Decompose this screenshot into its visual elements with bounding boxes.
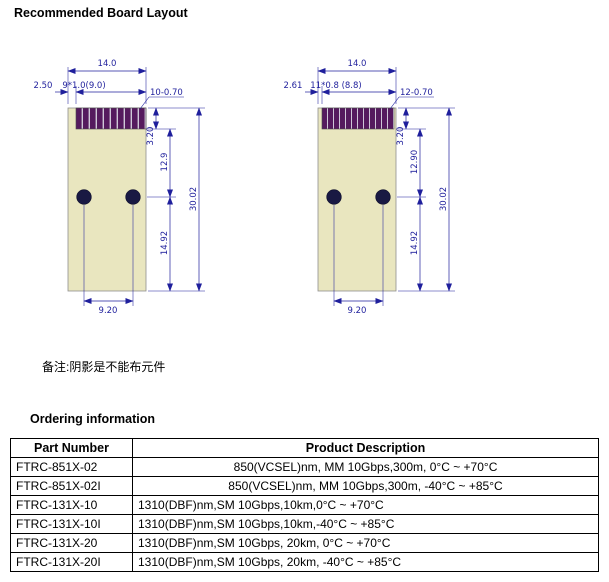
dim-label-total-height: 30.02 xyxy=(439,187,449,211)
dim-label-pin-holes: 12-0.70 xyxy=(400,88,433,98)
dim-label-width: 14.0 xyxy=(98,59,117,69)
dim-label-pin-pitch: 11*0.8 (8.8) xyxy=(310,81,361,91)
table-row: FTRC-131X-20 1310(DBF)nm,SM 10Gbps, 20km… xyxy=(10,533,599,553)
dim-label-edge-offset: 2.61 xyxy=(284,81,303,91)
pin-row xyxy=(321,107,395,130)
mounting-hole xyxy=(326,189,342,205)
description-cell: 1310(DBF)nm,SM 10Gbps, 20km, -40°C ~ +85… xyxy=(132,552,599,572)
dim-label-pin-to-hole: 12.9 xyxy=(160,153,170,172)
description-cell: 1310(DBF)nm,SM 10Gbps,10km,0°C ~ +70°C xyxy=(132,495,599,515)
dim-label-total-height: 30.02 xyxy=(189,187,199,211)
description-cell: 850(VCSEL)nm, MM 10Gbps,300m, -40°C ~ +8… xyxy=(132,476,599,496)
dim-label-edge-offset: 2.50 xyxy=(34,81,53,91)
part-number-cell: FTRC-851X-02I xyxy=(10,476,133,496)
table-header-row: Part Number Product Description xyxy=(10,438,599,458)
dim-label-pin-holes: 10-0.70 xyxy=(150,88,183,98)
mounting-hole xyxy=(125,189,141,205)
table-row: FTRC-851X-02 850(VCSEL)nm, MM 10Gbps,300… xyxy=(10,457,599,477)
dim-label-hole-spacing: 9.20 xyxy=(348,306,367,316)
dim-label-hole-to-bottom: 14.92 xyxy=(160,231,170,255)
dim-label-hole-to-bottom: 14.92 xyxy=(410,231,420,255)
part-number-cell: FTRC-131X-20 xyxy=(10,533,133,553)
extension-lines xyxy=(67,67,205,306)
mounting-hole xyxy=(76,189,92,205)
dim-label-hole-spacing: 9.20 xyxy=(99,306,118,316)
description-cell: 850(VCSEL)nm, MM 10Gbps,300m, 0°C ~ +70°… xyxy=(132,457,599,477)
table-row: FTRC-131X-20I 1310(DBF)nm,SM 10Gbps, 20k… xyxy=(10,552,599,572)
board-layout-drawings: 14.0 2.50 9*1.0(9.0) 10-0.70 3.20 12.9 1… xyxy=(34,59,455,316)
part-number-cell: FTRC-131X-10 xyxy=(10,495,133,515)
part-number-cell: FTRC-851X-02 xyxy=(10,457,133,477)
dim-label-pin-depth: 3.20 xyxy=(146,127,156,146)
left-board-drawing: 14.0 2.50 9*1.0(9.0) 10-0.70 3.20 12.9 1… xyxy=(34,59,205,316)
table-row: FTRC-131X-10 1310(DBF)nm,SM 10Gbps,10km,… xyxy=(10,495,599,515)
page-title: Recommended Board Layout xyxy=(14,6,188,20)
dim-label-pin-depth: 3.20 xyxy=(396,127,406,146)
dimension-lines xyxy=(55,68,202,304)
description-cell: 1310(DBF)nm,SM 10Gbps, 20km, 0°C ~ +70°C xyxy=(132,533,599,553)
product-description-header: Product Description xyxy=(132,438,599,458)
mounting-hole xyxy=(375,189,391,205)
dim-label-width: 14.0 xyxy=(348,59,367,69)
dim-label-pin-to-hole: 12.90 xyxy=(410,150,420,174)
table-row: FTRC-131X-10I 1310(DBF)nm,SM 10Gbps,10km… xyxy=(10,514,599,534)
shading-note: 备注:阴影是不能布元件 xyxy=(42,360,166,374)
dim-label-pin-pitch: 9*1.0(9.0) xyxy=(62,81,105,91)
right-board-drawing: 14.0 2.61 11*0.8 (8.8) 12-0.70 3.20 12.9… xyxy=(284,59,455,316)
part-number-header: Part Number xyxy=(10,438,133,458)
dimension-lines xyxy=(305,68,452,304)
part-number-cell: FTRC-131X-20I xyxy=(10,552,133,572)
ordering-table: Part Number Product Description FTRC-851… xyxy=(10,438,599,572)
part-number-cell: FTRC-131X-10I xyxy=(10,514,133,534)
table-row: FTRC-851X-02I 850(VCSEL)nm, MM 10Gbps,30… xyxy=(10,476,599,496)
pin-row xyxy=(75,107,147,130)
ordering-information-heading: Ordering information xyxy=(30,412,155,426)
description-cell: 1310(DBF)nm,SM 10Gbps,10km,-40°C ~ +85°C xyxy=(132,514,599,534)
